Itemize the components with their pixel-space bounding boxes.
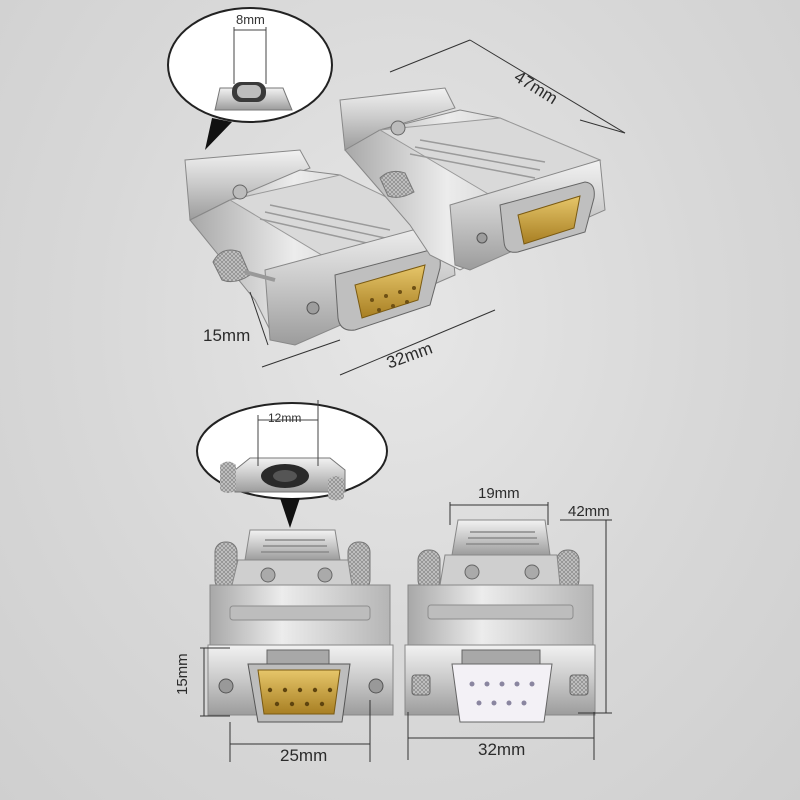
dim-label-female-width: 32mm [478,740,526,759]
dim-label-thickness-bottom: 15mm [174,653,191,695]
connector-male-bottom-left [207,529,394,723]
dimension-lines-top [249,39,626,376]
connector-male-top-left [184,149,456,346]
dimension-lines-bottom [200,502,612,762]
dim-label-inner-width: 19mm [478,485,520,502]
dim-label-cable-hole-bottom: 12mm [268,411,302,425]
cable-hole-callout-top [167,7,333,150]
connector-male-top-right [339,87,606,271]
dim-label-height: 42mm [568,503,610,520]
dim-label-thickness-top: 15mm [203,326,251,345]
connector-female-bottom-right [404,519,596,723]
dim-label-male-width: 25mm [280,746,328,765]
cable-hole-callout-bottom [196,400,388,528]
dim-label-cable-hole-top: 8mm [236,12,265,27]
